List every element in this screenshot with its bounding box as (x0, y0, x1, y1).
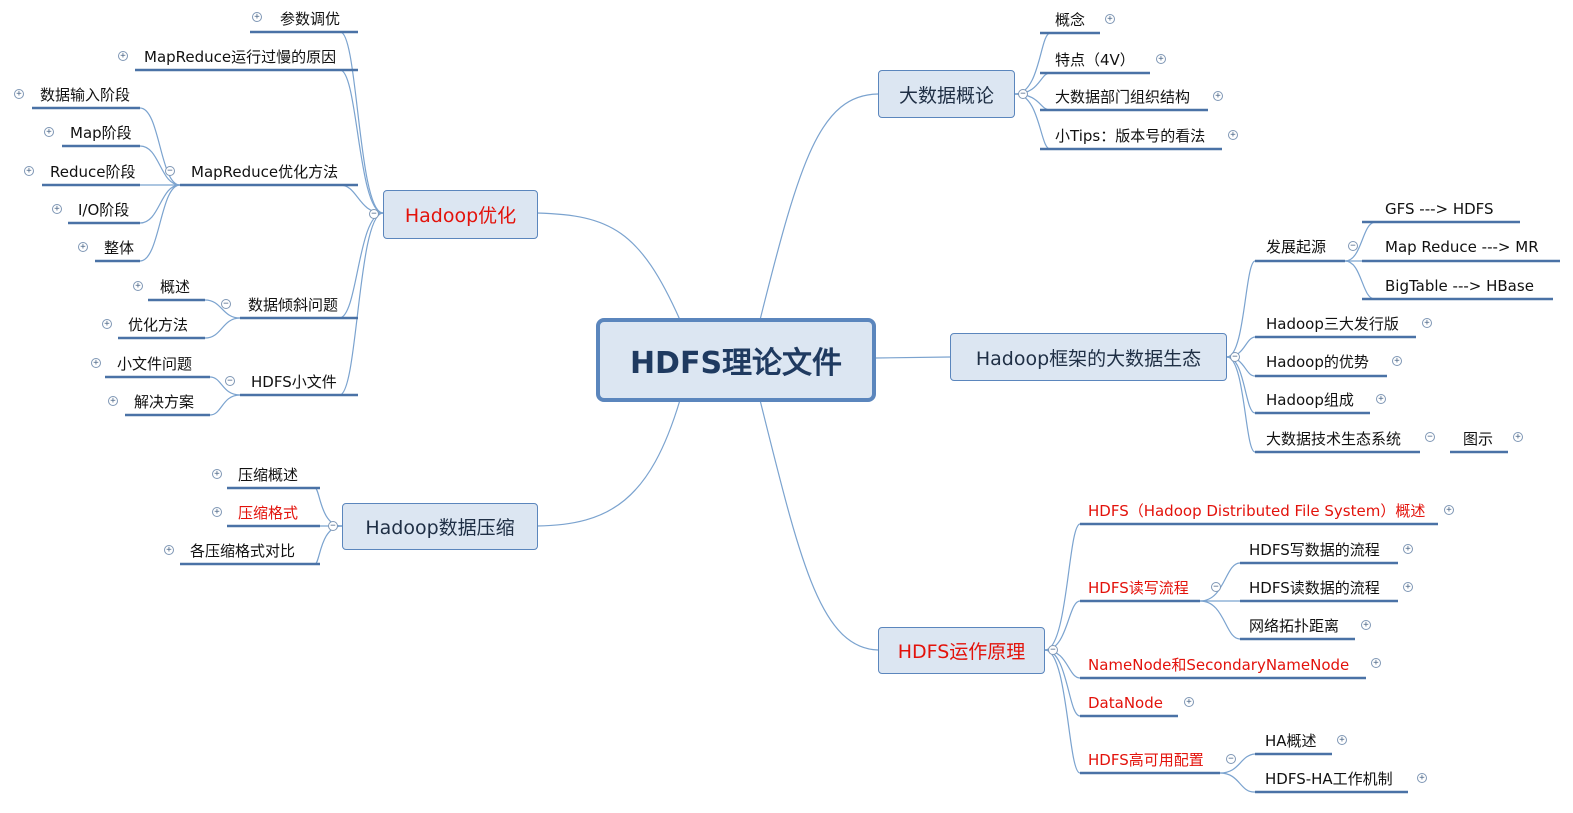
leaf-compression-compare[interactable]: 各压缩格式对比 (190, 542, 296, 560)
expand-toggle-icon[interactable]: + (1228, 130, 1238, 140)
leaf-gfs-hdfs[interactable]: GFS ---> HDFS (1385, 200, 1494, 218)
leaf-hdfs-read-flow[interactable]: HDFS读数据的流程 (1249, 579, 1380, 597)
leaf-bigtable-hbase[interactable]: BigTable ---> HBase (1385, 277, 1534, 295)
expand-toggle-icon[interactable]: + (1371, 658, 1381, 668)
central-topic[interactable]: HDFS理论文件 (596, 318, 876, 402)
expand-toggle-icon[interactable]: + (1513, 432, 1523, 442)
expand-toggle-icon[interactable]: + (1213, 91, 1223, 101)
expand-toggle-icon[interactable]: + (1361, 620, 1371, 630)
expand-toggle-icon[interactable]: + (102, 319, 112, 329)
expand-toggle-icon[interactable]: + (1417, 773, 1427, 783)
leaf-hdfs-ha-mechanism[interactable]: HDFS-HA工作机制 (1265, 770, 1393, 788)
leaf-skew-overview[interactable]: 概述 (160, 278, 191, 296)
leaf-mapreduce-opt[interactable]: MapReduce优化方法 (191, 163, 339, 181)
leaf-datanode[interactable]: DataNode (1088, 694, 1163, 712)
leaf-hdfs-overview[interactable]: HDFS（Hadoop Distributed File System）概述 (1088, 502, 1426, 520)
leaf-small-file-solution[interactable]: 解决方案 (134, 393, 195, 411)
leaf-features-4v[interactable]: 特点（4V） (1055, 51, 1135, 69)
leaf-hdfs-ha-config[interactable]: HDFS高可用配置 (1088, 751, 1204, 769)
leaf-param-tuning[interactable]: 参数调优 (280, 10, 341, 28)
branch-hdfs-principle[interactable]: HDFS运作原理 (878, 627, 1045, 674)
expand-toggle-icon[interactable]: + (52, 204, 62, 214)
leaf-hadoop-composition[interactable]: Hadoop组成 (1266, 391, 1354, 409)
branch-hadoop-framework[interactable]: Hadoop框架的大数据生态 (950, 333, 1227, 381)
branch-bigdata-intro[interactable]: 大数据概论 (878, 70, 1015, 118)
expand-toggle-icon[interactable]: + (164, 545, 174, 555)
expand-toggle-icon[interactable]: + (1392, 356, 1402, 366)
leaf-concept[interactable]: 概念 (1055, 11, 1086, 29)
collapse-toggle-icon[interactable]: − (165, 166, 175, 176)
collapse-toggle-icon[interactable]: − (1018, 89, 1028, 99)
leaf-small-file-problem[interactable]: 小文件问题 (117, 355, 193, 373)
leaf-reduce-stage[interactable]: Reduce阶段 (50, 163, 136, 181)
leaf-compression-overview[interactable]: 压缩概述 (238, 466, 299, 484)
expand-toggle-icon[interactable]: + (24, 166, 34, 176)
collapse-toggle-icon[interactable]: − (1211, 582, 1221, 592)
expand-toggle-icon[interactable]: + (1105, 14, 1115, 24)
leaf-version-tips[interactable]: 小Tips：版本号的看法 (1055, 127, 1206, 145)
expand-toggle-icon[interactable]: + (118, 51, 128, 61)
expand-toggle-icon[interactable]: + (78, 242, 88, 252)
collapse-toggle-icon[interactable]: − (369, 209, 379, 219)
leaf-hdfs-small-files[interactable]: HDFS小文件 (251, 373, 337, 391)
leaf-data-input-stage[interactable]: 数据输入阶段 (40, 86, 131, 104)
expand-toggle-icon[interactable]: + (252, 12, 262, 22)
expand-toggle-icon[interactable]: + (14, 89, 24, 99)
expand-toggle-icon[interactable]: + (1403, 582, 1413, 592)
branch-hadoop-compression[interactable]: Hadoop数据压缩 (342, 503, 538, 550)
leaf-hdfs-rw-flow[interactable]: HDFS读写流程 (1088, 579, 1189, 597)
leaf-tech-ecosystem[interactable]: 大数据技术生态系统 (1266, 430, 1402, 448)
collapse-toggle-icon[interactable]: − (221, 299, 231, 309)
leaf-map-stage[interactable]: Map阶段 (70, 124, 132, 142)
expand-toggle-icon[interactable]: + (1156, 54, 1166, 64)
leaf-io-stage[interactable]: I/O阶段 (78, 201, 130, 219)
leaf-skew-method[interactable]: 优化方法 (128, 316, 189, 334)
leaf-hadoop-advantages[interactable]: Hadoop的优势 (1266, 353, 1369, 371)
collapse-toggle-icon[interactable]: − (1348, 241, 1358, 251)
leaf-org-structure[interactable]: 大数据部门组织结构 (1055, 88, 1191, 106)
collapse-toggle-icon[interactable]: − (1230, 352, 1240, 362)
branch-hadoop-optimization[interactable]: Hadoop优化 (383, 190, 538, 239)
collapse-toggle-icon[interactable]: − (1226, 754, 1236, 764)
leaf-diagram[interactable]: 图示 (1463, 430, 1494, 448)
leaf-whole[interactable]: 整体 (104, 239, 135, 257)
expand-toggle-icon[interactable]: + (1184, 697, 1194, 707)
leaf-data-skew[interactable]: 数据倾斜问题 (248, 296, 339, 314)
expand-toggle-icon[interactable]: + (1403, 544, 1413, 554)
expand-toggle-icon[interactable]: + (44, 127, 54, 137)
expand-toggle-icon[interactable]: + (108, 396, 118, 406)
expand-toggle-icon[interactable]: + (1337, 735, 1347, 745)
collapse-toggle-icon[interactable]: − (1425, 432, 1435, 442)
leaf-origin[interactable]: 发展起源 (1266, 238, 1327, 256)
expand-toggle-icon[interactable]: + (1444, 505, 1454, 515)
leaf-hdfs-write-flow[interactable]: HDFS写数据的流程 (1249, 541, 1380, 559)
expand-toggle-icon[interactable]: + (1376, 394, 1386, 404)
expand-toggle-icon[interactable]: + (1422, 318, 1432, 328)
leaf-ha-overview[interactable]: HA概述 (1265, 732, 1317, 750)
leaf-three-distributions[interactable]: Hadoop三大发行版 (1266, 315, 1399, 333)
expand-toggle-icon[interactable]: + (133, 281, 143, 291)
leaf-mapreduce-slow[interactable]: MapReduce运行过慢的原因 (144, 48, 337, 66)
expand-toggle-icon[interactable]: + (212, 469, 222, 479)
collapse-toggle-icon[interactable]: − (1048, 645, 1058, 655)
collapse-toggle-icon[interactable]: − (225, 376, 235, 386)
leaf-compression-format[interactable]: 压缩格式 (238, 504, 299, 522)
expand-toggle-icon[interactable]: + (91, 358, 101, 368)
expand-toggle-icon[interactable]: + (212, 507, 222, 517)
leaf-network-topology[interactable]: 网络拓扑距离 (1249, 617, 1340, 635)
leaf-namenode-secondary[interactable]: NameNode和SecondaryNameNode (1088, 656, 1350, 674)
leaf-mapreduce-mr[interactable]: Map Reduce ---> MR (1385, 238, 1539, 256)
collapse-toggle-icon[interactable]: − (328, 521, 338, 531)
